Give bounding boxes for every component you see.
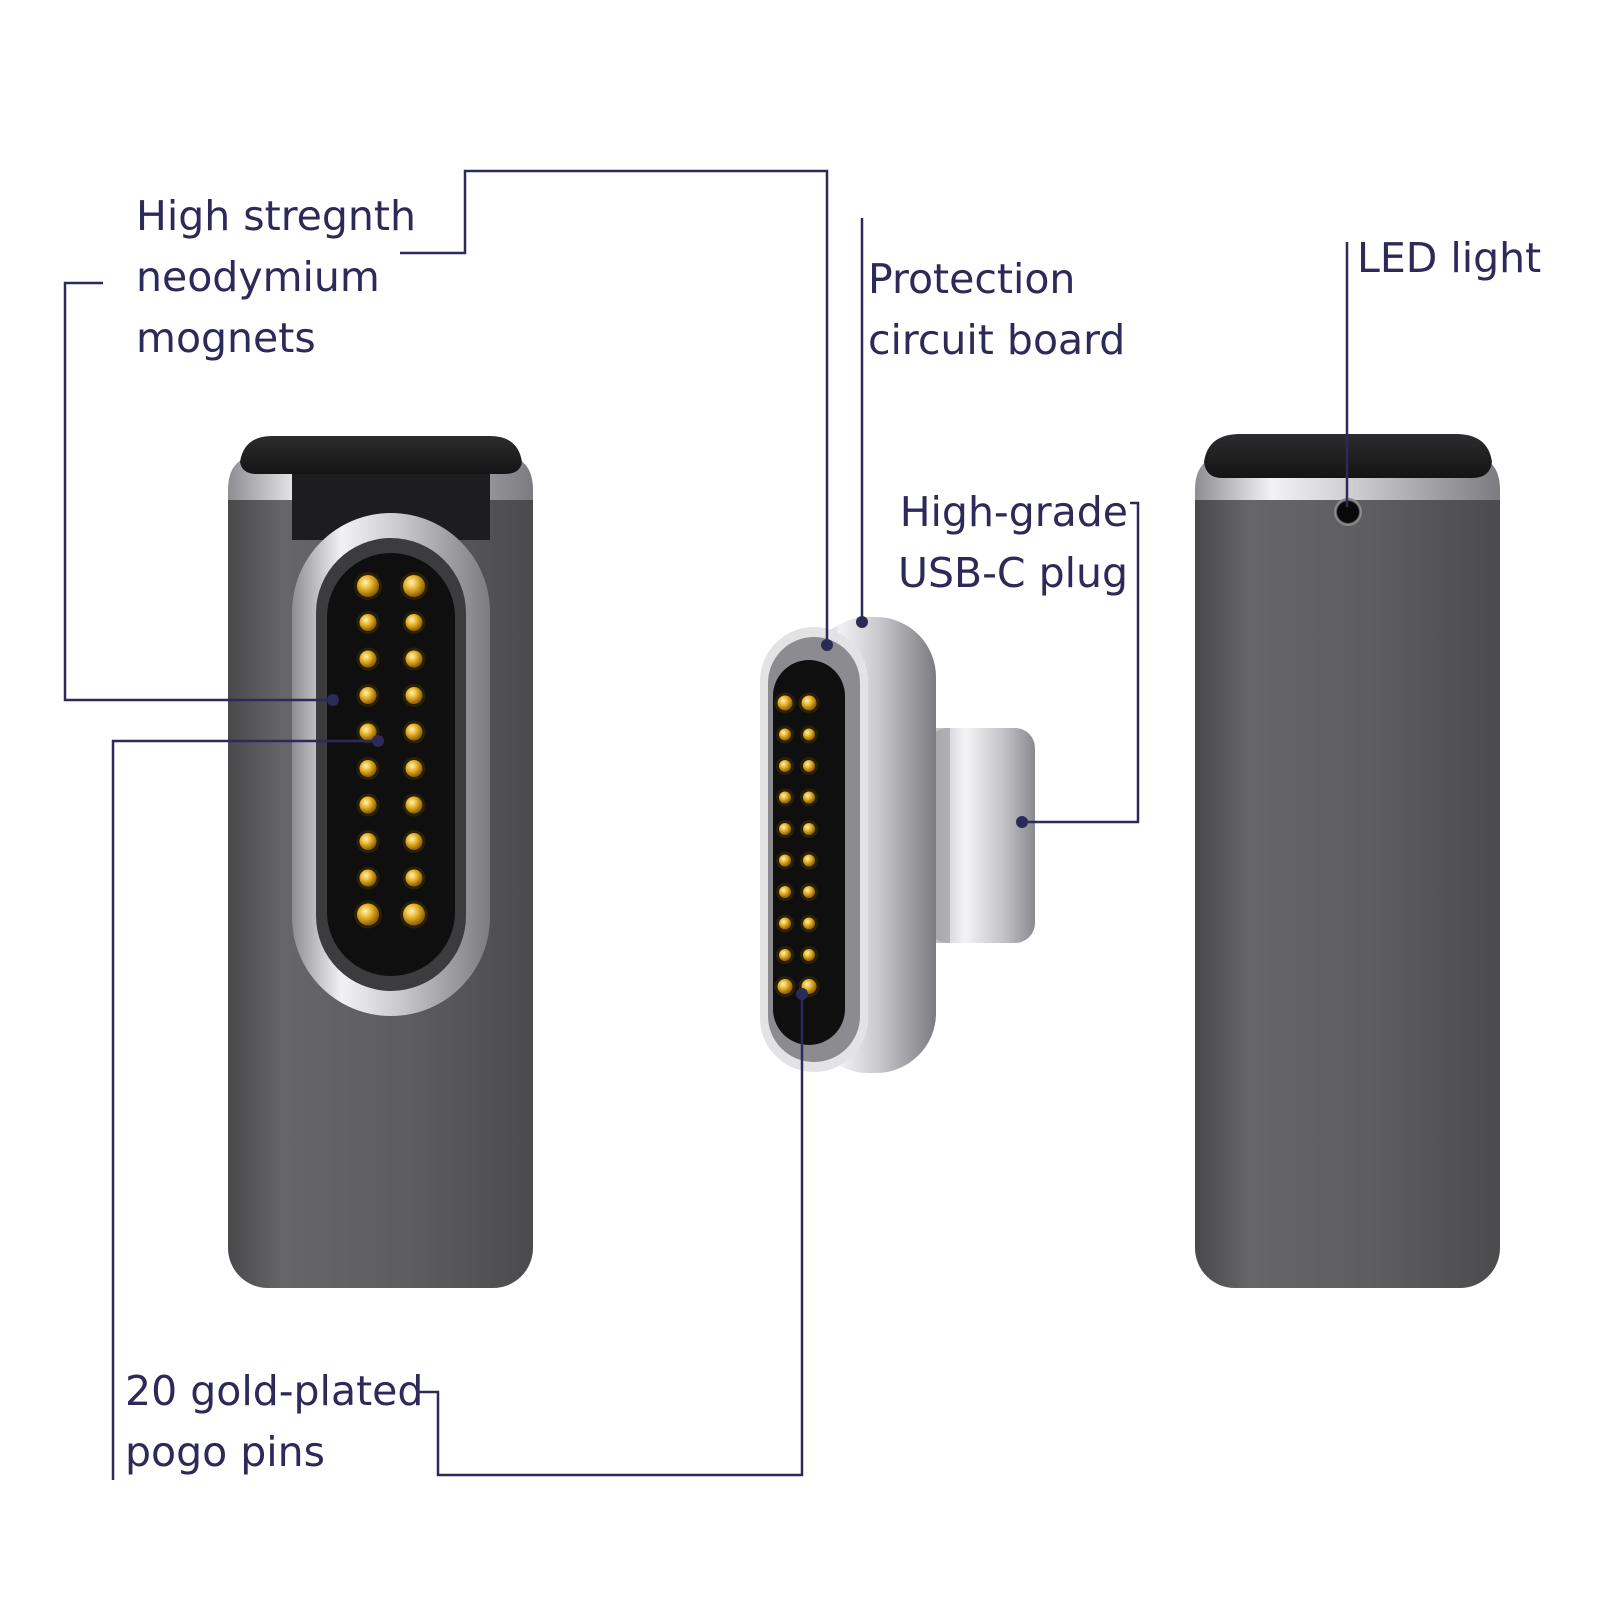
label-magnets: High stregnth neodymium mognets [136,186,416,369]
middle-pogo-pin [803,728,815,741]
leader-dot-usbc [1016,816,1028,828]
label-pins-line-1: 20 gold-plated [125,1367,424,1415]
left-pogo-pin [405,650,423,668]
left-pogo-pin [403,903,425,926]
label-pcb: Protection circuit board [868,249,1125,371]
label-magnets-line-1: High stregnth [136,192,416,240]
left-pogo-pin [359,687,377,704]
leader-dot-magnets-upper [821,639,833,651]
middle-pogo-pin [779,949,791,961]
middle-pogo-pin [779,917,791,930]
left-pogo-pin [359,723,377,741]
left-pogo-pin [405,760,423,777]
middle-pogo-pin [803,760,815,772]
middle-pogo-pin [803,886,815,898]
left-pogo-pin [405,687,423,704]
leader-magnets-upper [400,169,829,645]
leader-dot-pins-bottom [796,988,808,1000]
left-pogo-pin [359,614,377,631]
leader-magnets-lower [63,281,333,702]
label-usbc-line-1: High-grade [899,488,1128,536]
label-pcb-line-2: circuit board [868,316,1126,364]
leader-dot-pcb [856,616,868,628]
middle-pogo-pin [779,823,791,835]
label-led: LED light [1357,228,1541,289]
left-pogo-pin [405,833,423,850]
middle-pogo-pin [803,917,815,930]
middle-pogo-pin [777,979,793,994]
left-pogo-pin [357,575,379,597]
right-connector-body [1195,455,1500,1288]
left-pogo-pin [403,575,425,597]
left-pin-array [354,572,428,929]
left-pogo-pin [359,650,377,668]
leader-dot-pins-left [372,735,384,747]
leader-pins-left [111,739,378,1480]
left-pogo-pin [405,796,423,814]
left-pogo-pin [359,833,377,850]
label-pins-line-2: pogo pins [125,1428,326,1476]
left-pogo-pin [357,903,379,926]
label-usbc-line-2: USB-C plug [897,549,1128,597]
middle-pogo-pin [803,791,815,804]
label-pins: 20 gold-plated pogo pins [125,1361,423,1483]
leader-dots [327,616,1028,1000]
middle-pogo-pin [779,760,791,772]
label-led-line-1: LED light [1357,234,1542,282]
middle-pin-array [774,692,820,997]
middle-pogo-pin [779,854,791,867]
leader-usbc [1022,501,1140,824]
label-magnets-line-3: mognets [136,314,316,362]
left-pogo-pin [405,869,423,887]
label-magnets-line-2: neodymium [136,253,380,301]
left-pogo-pin [359,796,377,814]
leader-dot-magnets-lower [327,694,339,706]
middle-pogo-pin [803,854,815,867]
left-pogo-pin [359,760,377,777]
left-connector-contact-face [327,553,455,976]
middle-pogo-pin [777,695,793,711]
middle-pogo-pin [803,823,815,835]
middle-pogo-pin [779,886,791,898]
led-light-hole [1337,501,1359,523]
middle-adapter [760,617,1035,1073]
left-pogo-pin [359,869,377,887]
right-connector [1195,434,1500,1288]
middle-pogo-pin [803,949,815,961]
left-connector-recess [292,474,490,540]
leader-lines [63,169,1349,1480]
left-connector-cap [240,436,522,474]
leader-pins-bottom [418,994,804,1477]
label-pcb-line-1: Protection [868,255,1076,303]
left-pogo-pin [405,614,423,631]
middle-pogo-pin [779,791,791,804]
middle-pogo-pin [779,728,791,741]
label-usbc: High-grade USB-C plug [898,482,1128,604]
usb-c-plug [928,728,1035,943]
left-pogo-pin [405,723,423,741]
left-connector [228,436,533,1288]
middle-pogo-pin [801,695,817,711]
